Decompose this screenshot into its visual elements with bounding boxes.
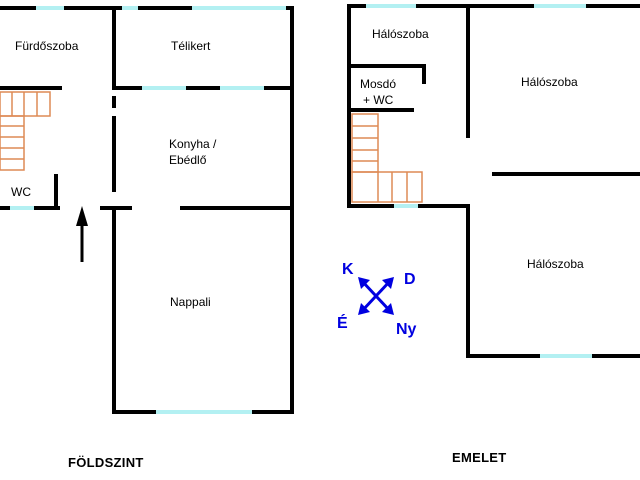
ground-floor-windows xyxy=(10,6,286,414)
room-label-kitchen-line1: Konyha / xyxy=(169,137,217,151)
floor-label-upper: EMELET xyxy=(452,450,507,465)
room-label-wc: WC xyxy=(11,185,31,199)
compass-label-south: D xyxy=(404,271,416,288)
room-label-living-room: Nappali xyxy=(170,295,211,309)
ground-floor-plan: Fürdőszoba Télikert Konyha / Ebédlő WC N… xyxy=(0,6,294,470)
compass-cross-arrows-icon: K D É Ny xyxy=(337,261,417,338)
arrow-up-icon xyxy=(76,206,88,262)
room-label-bedroom-top-right: Hálószoba xyxy=(521,75,578,89)
ground-floor-walls xyxy=(0,6,294,414)
compass-label-west: Ny xyxy=(396,321,417,338)
room-label-kitchen-line2: Ebédlő xyxy=(169,153,207,167)
room-label-bedroom-right: Hálószoba xyxy=(527,257,584,271)
ground-floor-staircase xyxy=(0,91,51,171)
upper-floor-plan: Hálószoba Hálószoba Hálószoba Mosdó + WC… xyxy=(347,4,640,465)
upper-floor-staircase xyxy=(351,113,423,203)
room-label-bath-line1: Mosdó xyxy=(360,77,396,91)
upper-floor-windows xyxy=(366,4,592,358)
compass-label-east: K xyxy=(342,261,354,278)
room-label-bathroom: Fürdőszoba xyxy=(15,39,79,53)
floor-label-ground: FÖLDSZINT xyxy=(68,455,144,470)
room-label-bedroom-small: Hálószoba xyxy=(372,27,429,41)
compass-label-north: É xyxy=(337,313,348,332)
room-label-bath-line2: + WC xyxy=(363,93,394,107)
room-label-winter-garden: Télikert xyxy=(171,39,211,53)
